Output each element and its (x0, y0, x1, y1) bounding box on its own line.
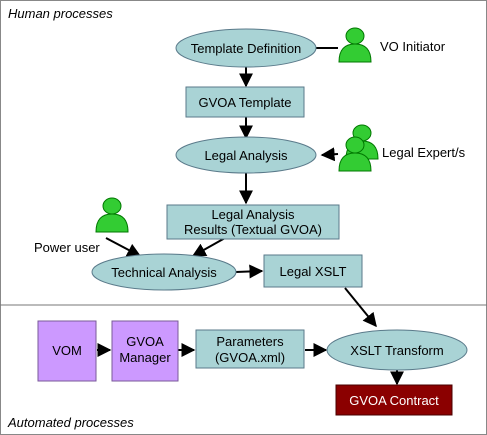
power-user-actor: Power user (34, 197, 129, 255)
power-user-label: Power user (34, 240, 100, 255)
vo-initiator-label: VO Initiator (380, 39, 446, 54)
gvoa-contract-node: GVOA Contract (335, 384, 453, 416)
technical-analysis-label: Technical Analysis (111, 265, 217, 280)
template-definition-node: Template Definition (175, 28, 317, 68)
gvoa-manager-label-line1: GVOA (126, 334, 164, 349)
legal-analysis-node: Legal Analysis (175, 136, 317, 174)
legal-analysis-label: Legal Analysis (204, 148, 288, 163)
legal-experts-label: Legal Expert/s (382, 145, 466, 160)
gvoa-manager-label-line2: Manager (119, 350, 171, 365)
arrow-power-user-to-technical (105, 237, 142, 257)
parameters-label-line2: (GVOA.xml) (215, 350, 285, 365)
vo-initiator-actor: VO Initiator (338, 27, 446, 63)
vom-node: VOM (37, 320, 97, 382)
gvoa-manager-node: GVOA Manager (111, 320, 179, 382)
technical-analysis-node: Technical Analysis (91, 253, 237, 291)
vo-initiator-person-icon (338, 27, 372, 63)
human-processes-label: Human processes (8, 6, 113, 21)
template-definition-label: Template Definition (191, 41, 302, 56)
gvoa-template-node: GVOA Template (185, 86, 305, 118)
arrow-experts-to-legal-analysis (320, 147, 339, 162)
gvoa-contract-label: GVOA Contract (349, 393, 439, 408)
xslt-transform-node: XSLT Transform (326, 329, 468, 371)
connector-arrows (97, 41, 404, 386)
gvoa-template-label: GVOA Template (199, 95, 292, 110)
xslt-transform-label: XSLT Transform (350, 343, 443, 358)
legal-xslt-node: Legal XSLT (263, 254, 363, 288)
arrow-legal-xslt-to-transform (344, 287, 377, 328)
legal-xslt-label: Legal XSLT (280, 264, 347, 279)
legal-results-label-line2: Results (Textual GVOA) (184, 222, 322, 237)
parameters-node: Parameters (GVOA.xml) (195, 329, 305, 369)
legal-results-label-line1: Legal Analysis (211, 207, 295, 222)
arrow-results-to-technical (191, 237, 226, 257)
vom-label: VOM (52, 343, 82, 358)
legal-experts-actor: Legal Expert/s (338, 124, 466, 172)
legal-analysis-results-node: Legal Analysis Results (Textual GVOA) (166, 204, 340, 240)
arrow-technical-to-legal-xslt (235, 264, 264, 279)
automated-processes-label: Automated processes (7, 415, 134, 430)
power-user-person-icon (95, 197, 129, 233)
parameters-label-line1: Parameters (216, 334, 284, 349)
